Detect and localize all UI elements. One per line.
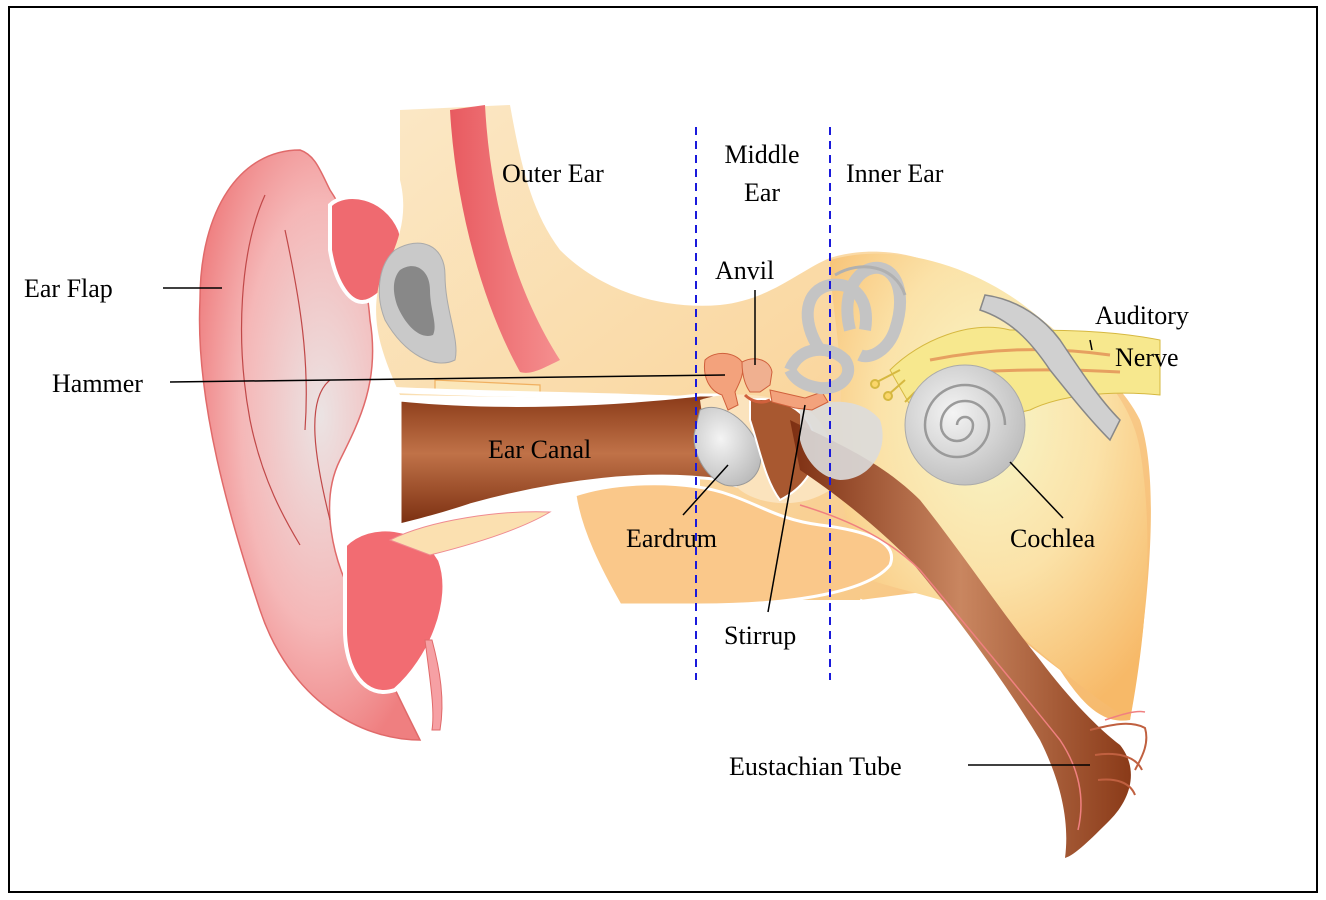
label-ear-canal: Ear Canal — [488, 435, 591, 464]
label-eardrum: Eardrum — [626, 524, 717, 553]
anvil-bone-shape — [742, 359, 772, 392]
region-label-outer-ear: Outer Ear — [502, 159, 604, 188]
region-label-middle-ear-line2: Ear — [744, 178, 780, 207]
label-eustachian-tube: Eustachian Tube — [729, 752, 902, 781]
label-stirrup: Stirrup — [724, 621, 796, 650]
label-cochlea: Cochlea — [1010, 524, 1096, 553]
label-ear-flap: Ear Flap — [24, 274, 113, 303]
region-label-middle-ear-line1: Middle — [724, 140, 799, 169]
label-auditory-nerve-line1: Auditory — [1095, 301, 1189, 330]
label-hammer: Hammer — [52, 369, 143, 398]
cochlea-shape — [905, 365, 1025, 485]
label-anvil: Anvil — [715, 256, 774, 285]
region-label-inner-ear: Inner Ear — [846, 159, 944, 188]
label-auditory-nerve-line2: Nerve — [1115, 343, 1179, 372]
